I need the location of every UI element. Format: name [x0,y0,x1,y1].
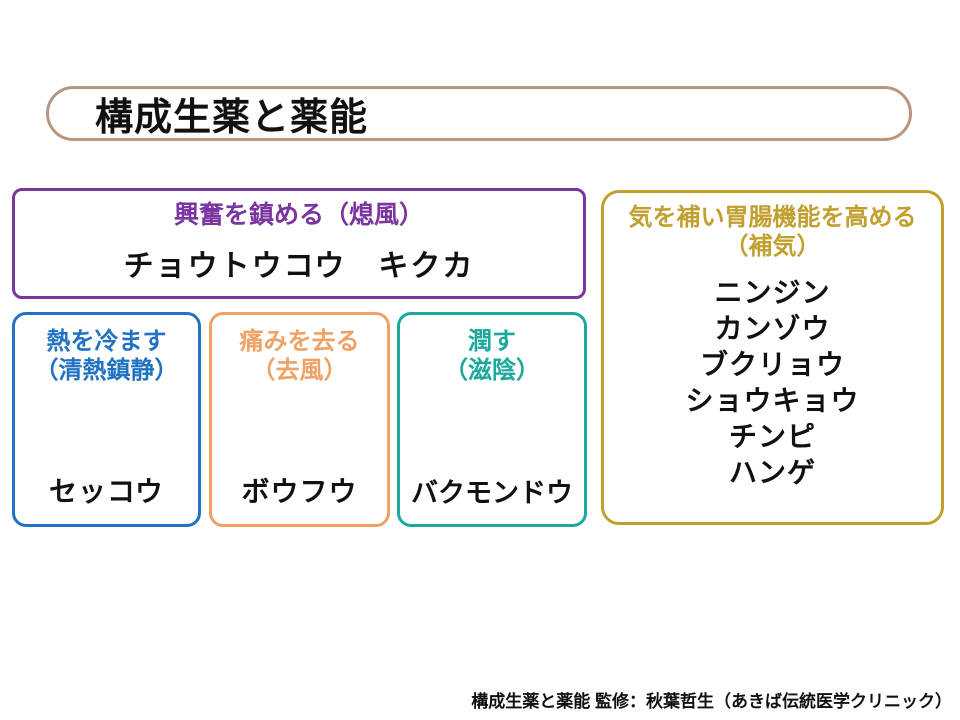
herb-list-tonify: ニンジン カンゾウ ブクリョウ ショウキョウ チンピ ハンゲ [604,275,941,491]
group-header-line2: （去風） [251,357,348,385]
group-header-line1: 熱を冷ます [46,328,167,355]
group-header-line1: 気を補い胃腸機能を高める [628,204,917,231]
group-header-calm-excitement: 興奮を鎮める（熄風） [173,201,424,229]
herb-name: ニンジン [714,276,831,308]
group-header-line1: 潤す [468,328,516,355]
group-header-tonify-qi: 気を補い胃腸機能を高める （補気） [604,203,941,262]
herb-name: カンゾウ [714,312,831,344]
herb-name: ハンゲ [728,456,816,488]
credit-text: 構成生薬と薬能 監修：秋葉哲生（あきば伝統医学クリニック） [471,692,952,711]
group-box-tonify-qi: 気を補い胃腸機能を高める （補気） ニンジン カンゾウ ブクリョウ ショウキョウ… [601,190,944,525]
slide-title-box: 構成生薬と薬能 [46,86,912,141]
herb-name: セッコウ [49,476,164,507]
group-header-moisten: 潤す （滋陰） [400,327,584,386]
herb-name: ブクリョウ [699,348,845,380]
group-header-line2: （滋陰） [444,357,540,385]
group-box-remove-pain: 痛みを去る （去風） ボウフウ [209,312,390,527]
group-header-line1: 痛みを去る [239,328,360,355]
slide-title: 構成生薬と薬能 [95,97,369,139]
group-header-remove-pain: 痛みを去る （去風） [212,327,387,386]
group-box-cool-heat: 熱を冷ます （清熱鎮静） セッコウ [12,312,201,527]
herb-name: バクモンドウ [411,478,573,508]
group-header-line2: （清熱鎮静） [34,357,179,385]
herb-name: ボウフウ [241,476,358,507]
group-box-moisten: 潤す （滋陰） バクモンドウ [397,312,587,527]
group-box-calm-excitement: 興奮を鎮める（熄風） チョウトウコウ キクカ [12,188,586,299]
herb-name: チンピ [728,420,816,452]
herb-name: ショウキョウ [685,384,860,416]
group-header-cool-heat: 熱を冷ます （清熱鎮静） [15,327,198,386]
group-header-line2: （補気） [724,233,821,261]
herb-names-calm: チョウトウコウ キクカ [123,249,475,283]
